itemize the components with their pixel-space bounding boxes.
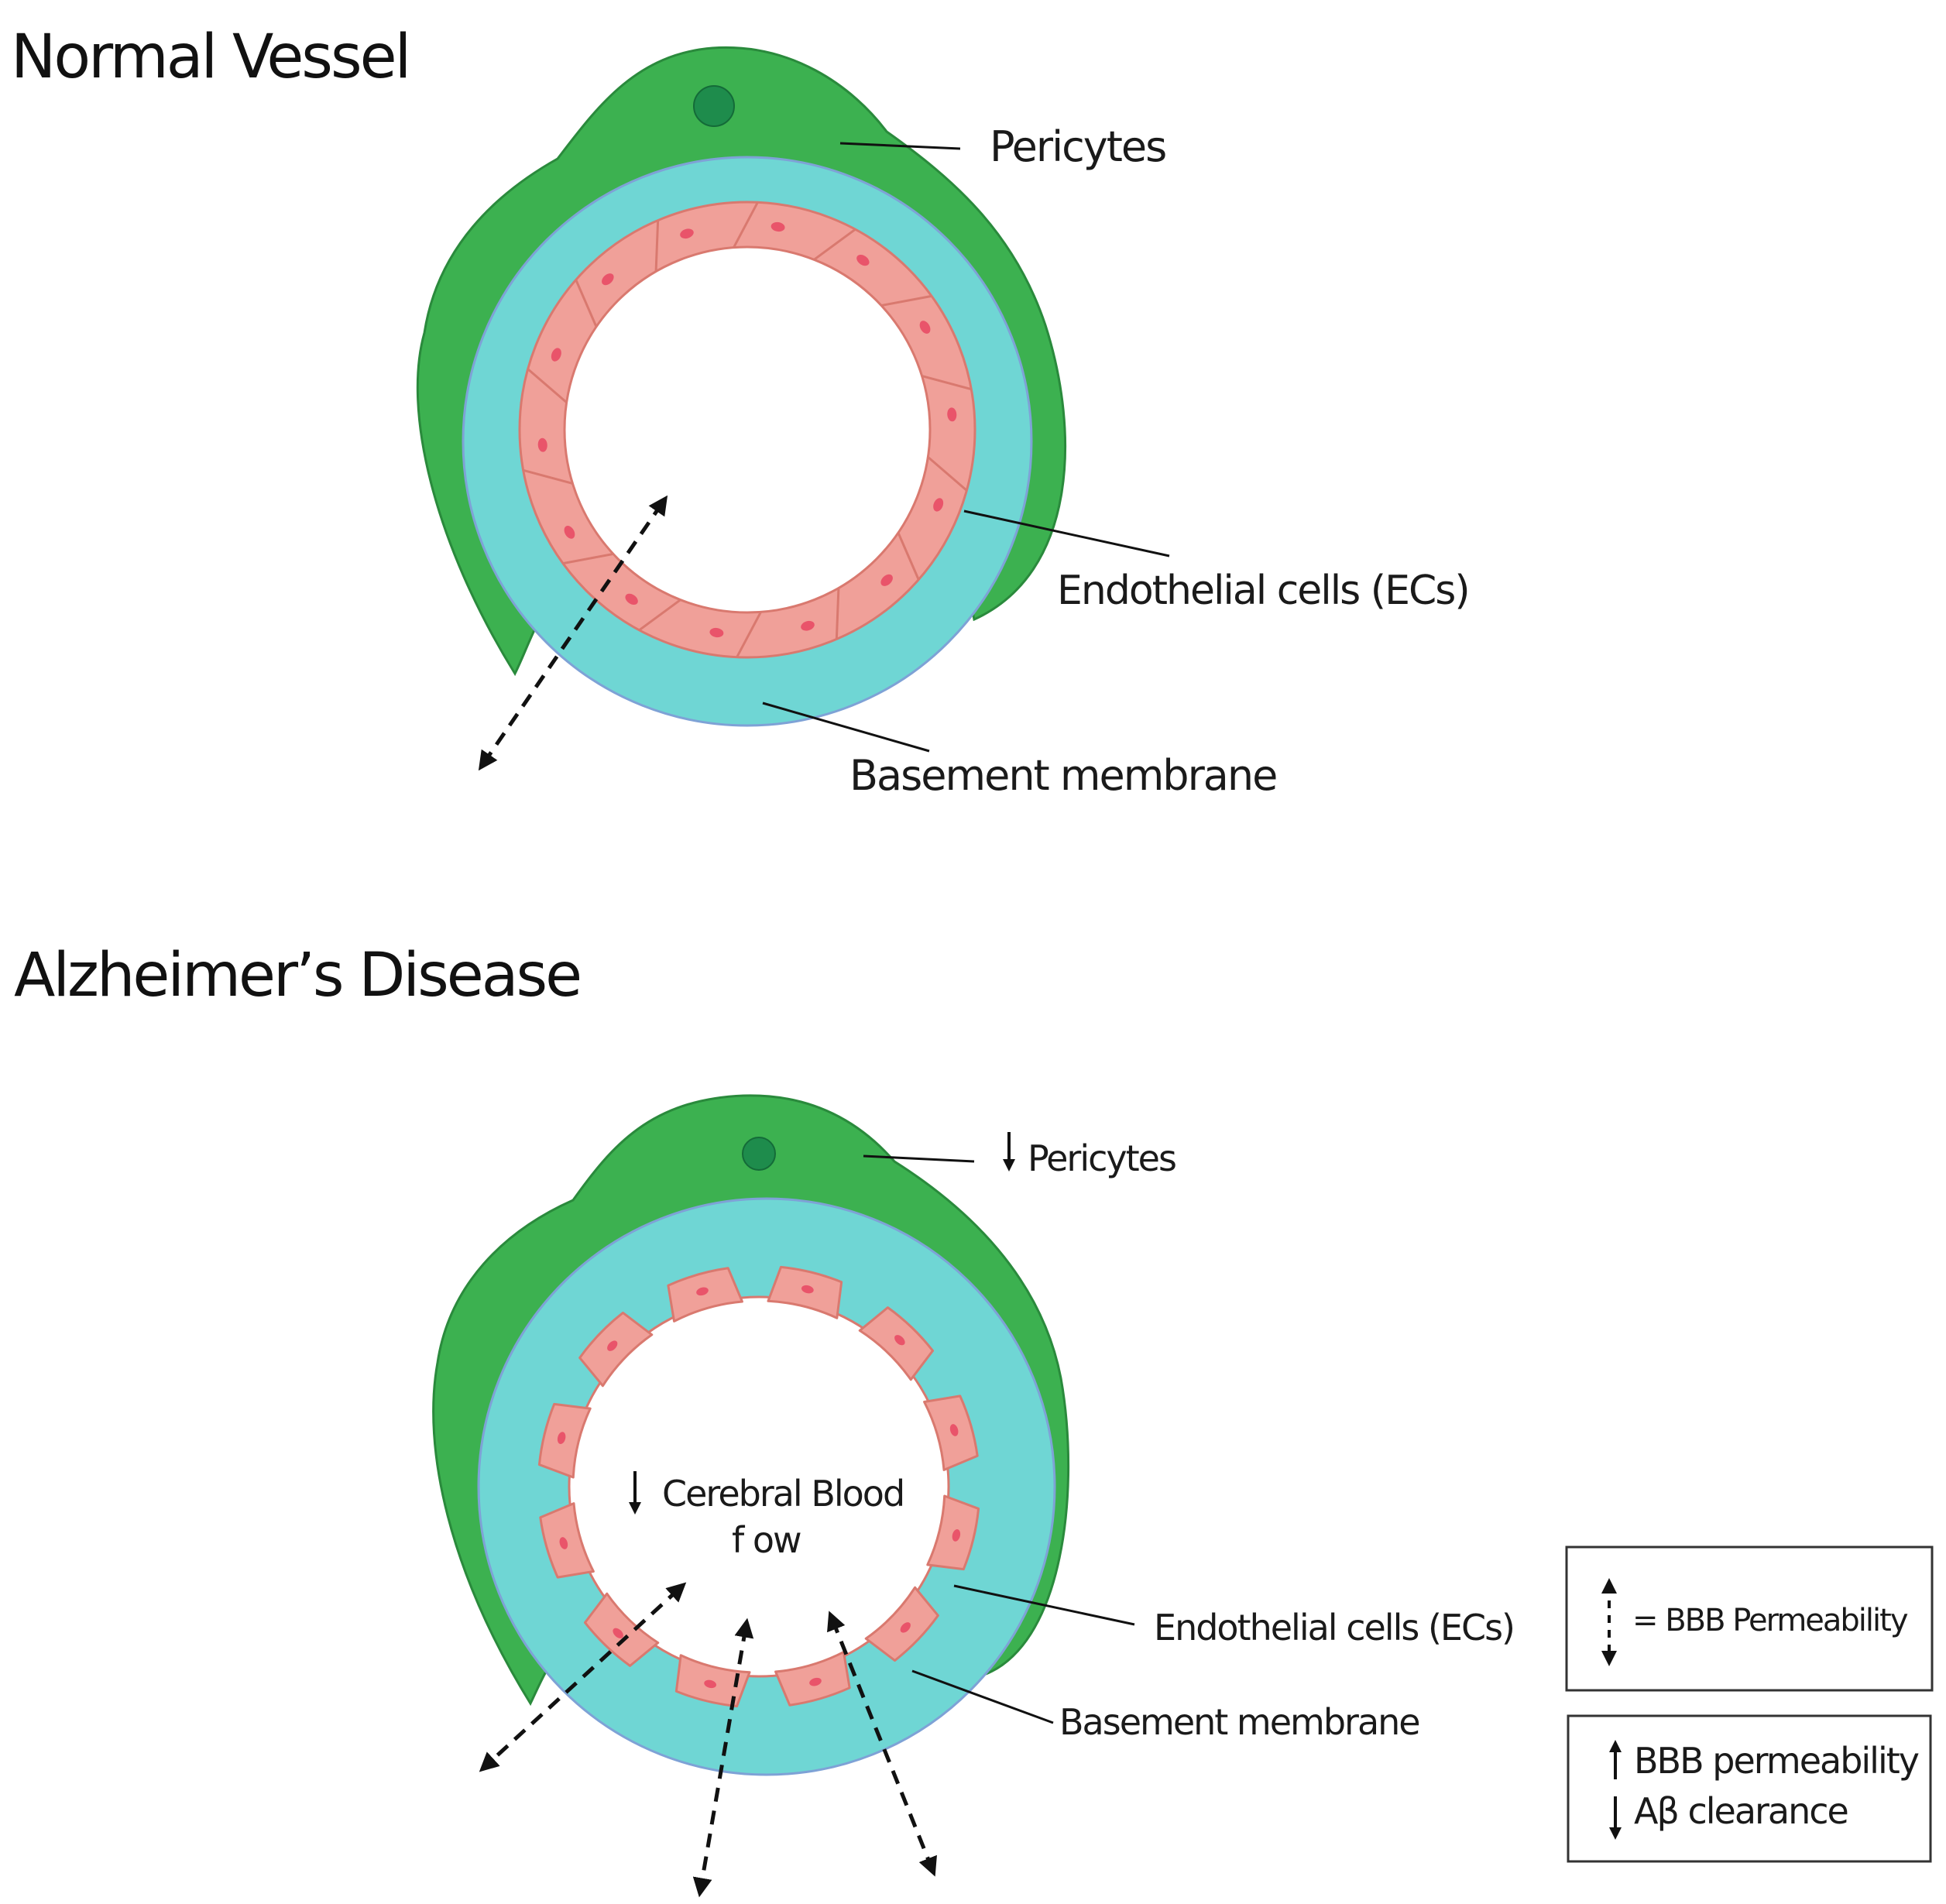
- blood-flow-line1: Cerebral Blood: [662, 1473, 904, 1515]
- disease-ec-cell: [537, 1402, 592, 1479]
- disease-ec-nucleus: [952, 1528, 961, 1542]
- disease-pericytes-label: Pericytes: [1028, 1137, 1175, 1179]
- disease-ec-cell: [539, 1502, 595, 1579]
- normal-ec-junction: [575, 279, 598, 328]
- normal-ec-nucleus: [880, 574, 893, 586]
- normal-endothelial-label: Endothelial cells (ECs): [1057, 568, 1469, 614]
- normal-ec-nucleus: [602, 273, 614, 286]
- disease-ec-nucleus: [894, 1335, 905, 1346]
- normal-ec-junction: [733, 201, 759, 249]
- normal-ec-junction: [736, 611, 762, 658]
- normal-pericyte-nucleus: [693, 85, 735, 127]
- normal-ec-nucleus: [947, 407, 957, 422]
- disease-ec-nucleus: [559, 1537, 568, 1549]
- disease-ec-nucleus: [809, 1677, 822, 1686]
- normal-ec-nucleus: [537, 437, 547, 452]
- normal-ec-junction: [813, 228, 856, 261]
- normal-vessel-title: Normal Vessel: [11, 22, 409, 92]
- disease-ec-cell: [667, 1267, 743, 1323]
- normal-ec-nucleus: [551, 348, 561, 362]
- disease-ec-cell: [858, 1306, 935, 1381]
- disease-vessel-diagram: [432, 1094, 1070, 1776]
- normal-ec-nucleus: [856, 255, 870, 266]
- normal-ec-junction: [897, 532, 920, 581]
- normal-ec-junction: [880, 294, 932, 307]
- disease-lumen: [568, 1295, 950, 1678]
- legend-bbb-permeability: BBB permeability: [1634, 1740, 1919, 1782]
- disease-endothelial-label: Endothelial cells (ECs): [1154, 1607, 1514, 1648]
- disease-basement-label: Basement membrane: [1059, 1701, 1419, 1743]
- disease-ec-nucleus: [949, 1424, 959, 1436]
- legend-permeability-box: = BBB Permeability: [1565, 1545, 1934, 1692]
- normal-ec-nucleus: [680, 228, 694, 239]
- disease-permeability-arrow-1: [479, 1582, 687, 1772]
- normal-ec-nucleus: [801, 620, 815, 631]
- disease-pericyte-nucleus: [742, 1137, 776, 1171]
- normal-endothelial-leader: [963, 509, 1170, 557]
- normal-pericytes-leader: [839, 142, 961, 150]
- normal-ec-junction: [527, 368, 568, 403]
- normal-basement-leader: [762, 702, 930, 753]
- blood-flow-line2: f ow: [732, 1519, 801, 1561]
- normal-ec-junction: [927, 456, 968, 492]
- disease-ec-cell: [767, 1265, 843, 1319]
- normal-ec-junction: [835, 588, 840, 640]
- disease-title: Alzheimer’s Disease: [14, 941, 580, 1010]
- normal-ec-nucleus: [771, 221, 785, 232]
- legend-abeta-clearance: Aβ clearance: [1634, 1790, 1848, 1832]
- normal-lumen: [563, 245, 932, 614]
- normal-endothelial-ring: [520, 202, 975, 657]
- normal-basement-label: Basement membrane: [849, 751, 1276, 800]
- normal-endothelial-outer-edge: [518, 201, 976, 659]
- normal-permeability-arrow: [478, 495, 668, 771]
- disease-permeability-arrow-3: [827, 1611, 937, 1877]
- disease-endothelial-leader: [953, 1584, 1135, 1626]
- disease-ec-cell: [923, 1395, 979, 1471]
- normal-ec-nucleus: [919, 321, 931, 334]
- disease-ec-cell: [926, 1494, 980, 1571]
- normal-pericytes-label: Pericytes: [990, 122, 1165, 171]
- legend-effects-box: BBB permeability Aβ clearance: [1567, 1714, 1932, 1863]
- normal-vessel-diagram: [416, 46, 1067, 727]
- disease-ec-nucleus: [696, 1287, 709, 1296]
- normal-ec-junction: [654, 220, 660, 272]
- disease-ec-nucleus: [557, 1432, 566, 1445]
- disease-pericytes-leader: [863, 1154, 975, 1163]
- normal-ec-junction: [922, 375, 972, 391]
- disease-ec-cell: [578, 1311, 654, 1388]
- normal-ec-junction: [523, 468, 573, 485]
- disease-ec-nucleus: [607, 1340, 618, 1351]
- normal-ec-nucleus: [933, 498, 944, 512]
- normal-ec-nucleus: [709, 627, 724, 638]
- legend-permeability-text: = BBB Permeability: [1632, 1603, 1908, 1638]
- disease-permeability-arrow-2: [692, 1618, 754, 1898]
- disease-ec-nucleus: [801, 1285, 814, 1294]
